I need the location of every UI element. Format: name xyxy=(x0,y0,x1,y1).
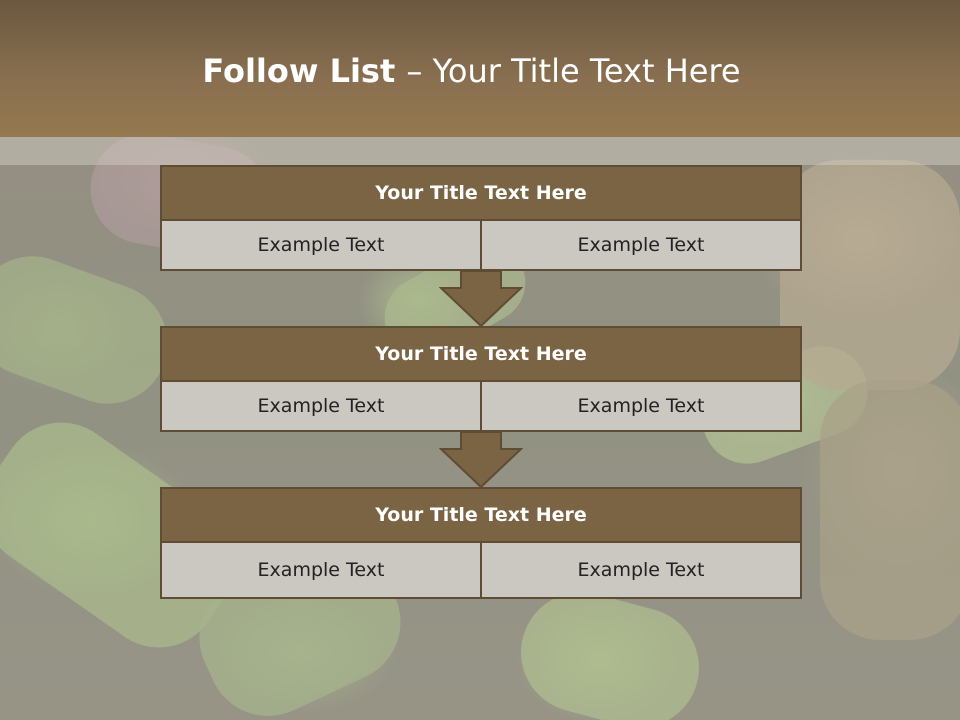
step-cell-left: Example Text xyxy=(160,543,482,599)
step-title: Your Title Text Here xyxy=(160,326,802,382)
title-rest: – Your Title Text Here xyxy=(406,52,741,90)
page-title: Follow List – Your Title Text Here xyxy=(0,52,943,90)
step-row: Example Text Example Text xyxy=(160,382,802,432)
step-block-3: Your Title Text Here Example Text Exampl… xyxy=(160,487,802,599)
title-main: Follow List xyxy=(202,52,407,90)
title-bar: Follow List – Your Title Text Here xyxy=(0,0,960,137)
step-cell-left: Example Text xyxy=(160,382,482,432)
down-arrow-icon xyxy=(439,432,523,488)
down-arrow-icon xyxy=(439,271,523,327)
step-row: Example Text Example Text xyxy=(160,543,802,599)
step-block-1: Your Title Text Here Example Text Exampl… xyxy=(160,165,802,271)
step-block-2: Your Title Text Here Example Text Exampl… xyxy=(160,326,802,432)
step-row: Example Text Example Text xyxy=(160,221,802,271)
step-cell-left: Example Text xyxy=(160,221,482,271)
header-strip xyxy=(0,137,960,165)
step-title: Your Title Text Here xyxy=(160,487,802,543)
step-cell-right: Example Text xyxy=(482,221,802,271)
step-cell-right: Example Text xyxy=(482,382,802,432)
step-title: Your Title Text Here xyxy=(160,165,802,221)
step-cell-right: Example Text xyxy=(482,543,802,599)
